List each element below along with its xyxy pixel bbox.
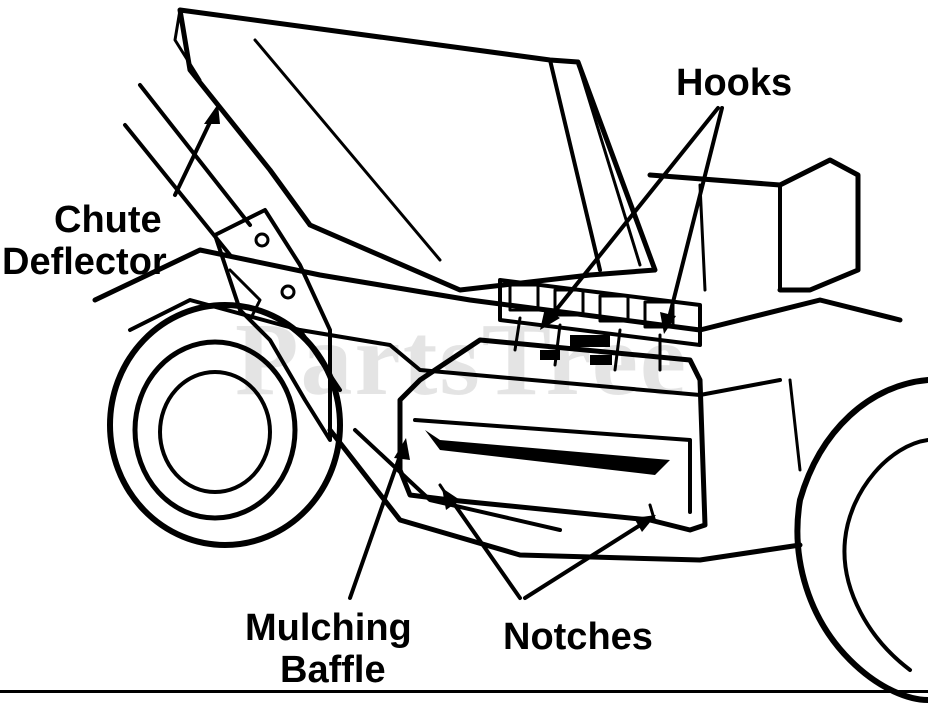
notches-leaders [442, 488, 656, 600]
notches-label: Notches [503, 616, 653, 658]
engine-housing [647, 157, 861, 293]
hooks-label: Hooks [676, 62, 793, 104]
bottom-rule [0, 690, 928, 693]
rear-wheel [794, 377, 928, 703]
chute-deflector-leader [173, 104, 220, 197]
chute-deflector-label-line2: Deflector [2, 241, 167, 283]
chute-deflector-label-line1: Chute [54, 199, 162, 241]
hooks-leaders [540, 106, 724, 334]
mulching-baffle-leader [348, 438, 410, 600]
chute-deflector-flap [173, 7, 658, 293]
mulching-baffle-label-line2: Baffle [280, 649, 386, 691]
mulching-baffle-label-line1: Mulching [245, 607, 412, 649]
watermark-text: PartsTree [235, 302, 689, 417]
mulching-baffle [397, 337, 708, 533]
hinge-bracket [213, 208, 332, 442]
